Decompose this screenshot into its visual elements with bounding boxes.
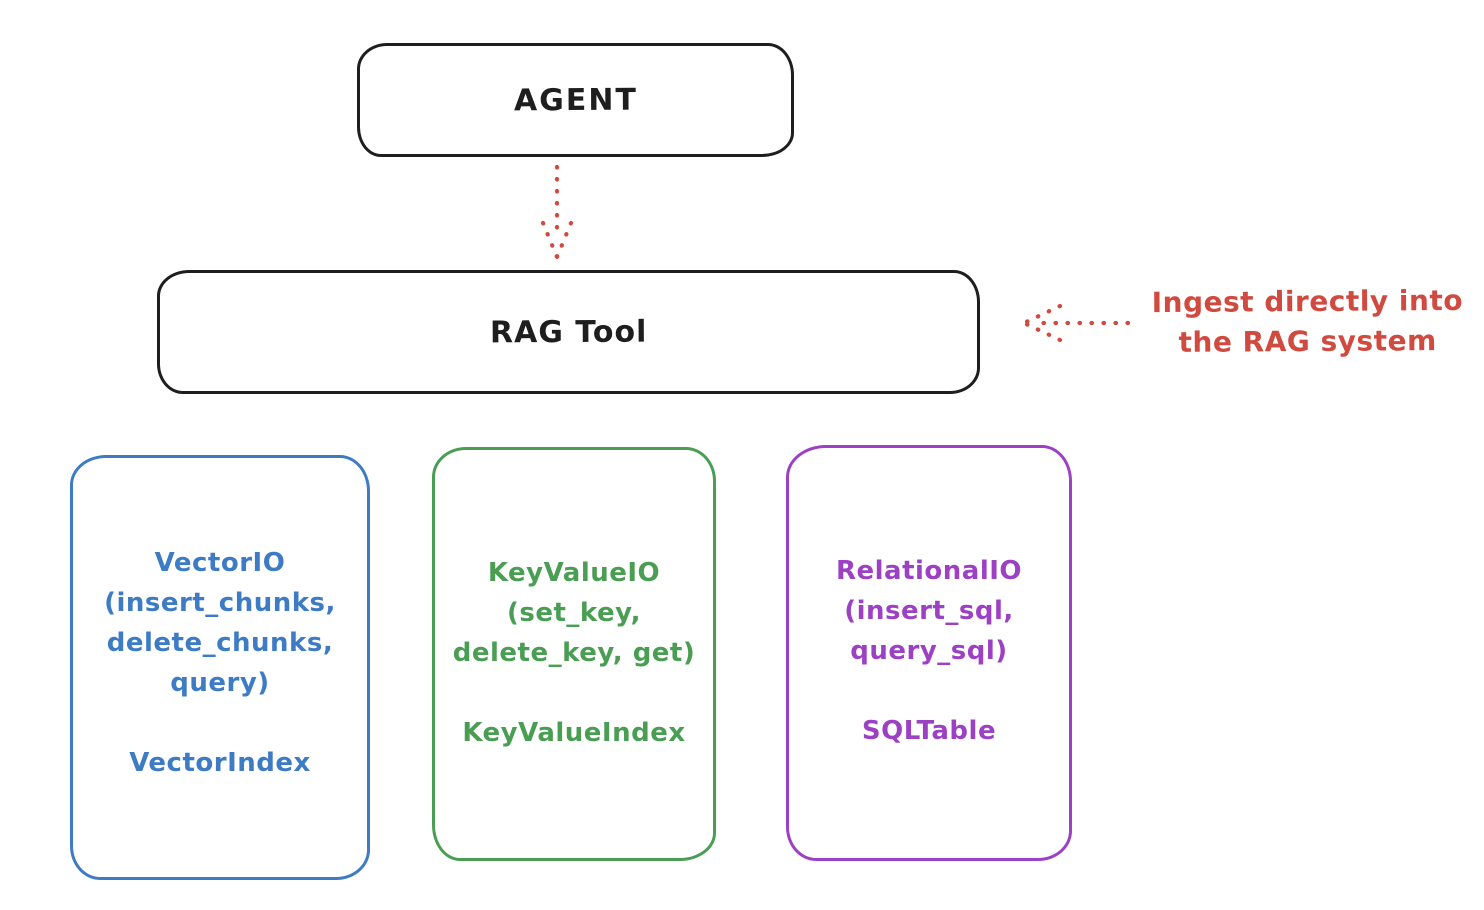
spacer bbox=[789, 671, 1069, 711]
relationalio-line: RelationalIO bbox=[835, 556, 1023, 586]
keyvalueio-line: delete_key, get) bbox=[452, 638, 696, 668]
vectorio-line: delete_chunks, bbox=[106, 628, 334, 658]
rag-tool-label: RAG Tool bbox=[489, 314, 648, 350]
ingest-annotation-line2: the RAG system bbox=[1178, 324, 1437, 359]
rag-tool-node: RAG Tool bbox=[157, 270, 980, 394]
spacer bbox=[73, 703, 367, 743]
agent-node: AGENT bbox=[357, 43, 794, 157]
ingest-arrow-icon bbox=[1021, 303, 1131, 343]
vectorio-index-label: VectorIndex bbox=[129, 748, 311, 778]
agent-to-ragtool-arrow-icon bbox=[540, 164, 574, 260]
keyvalueio-line: (set_key, bbox=[507, 598, 641, 628]
keyvalueio-node: KeyValueIO (set_key, delete_key, get) Ke… bbox=[432, 447, 716, 861]
keyvalueio-line: KeyValueIO bbox=[487, 558, 661, 588]
spacer bbox=[435, 673, 713, 713]
relationalio-index-label: SQLTable bbox=[861, 716, 997, 746]
vectorio-node: VectorIO (insert_chunks, delete_chunks, … bbox=[70, 455, 370, 880]
relationalio-node: RelationalIO (insert_sql, query_sql) SQL… bbox=[786, 445, 1072, 861]
agent-label: AGENT bbox=[513, 82, 638, 118]
vectorio-line: VectorIO bbox=[154, 548, 286, 578]
ingest-annotation: Ingest directly into the RAG system bbox=[1140, 281, 1476, 363]
keyvalueio-text: KeyValueIO (set_key, delete_key, get) Ke… bbox=[435, 450, 713, 753]
relationalio-text: RelationalIO (insert_sql, query_sql) SQL… bbox=[789, 448, 1069, 751]
relationalio-line: (insert_sql, bbox=[844, 596, 1014, 626]
vectorio-text: VectorIO (insert_chunks, delete_chunks, … bbox=[73, 458, 367, 783]
vectorio-line: (insert_chunks, bbox=[104, 588, 336, 618]
relationalio-line: query_sql) bbox=[850, 636, 1008, 666]
ingest-annotation-line1: Ingest directly into bbox=[1151, 283, 1464, 320]
keyvalueio-index-label: KeyValueIndex bbox=[462, 718, 686, 748]
vectorio-line: query) bbox=[170, 668, 270, 698]
